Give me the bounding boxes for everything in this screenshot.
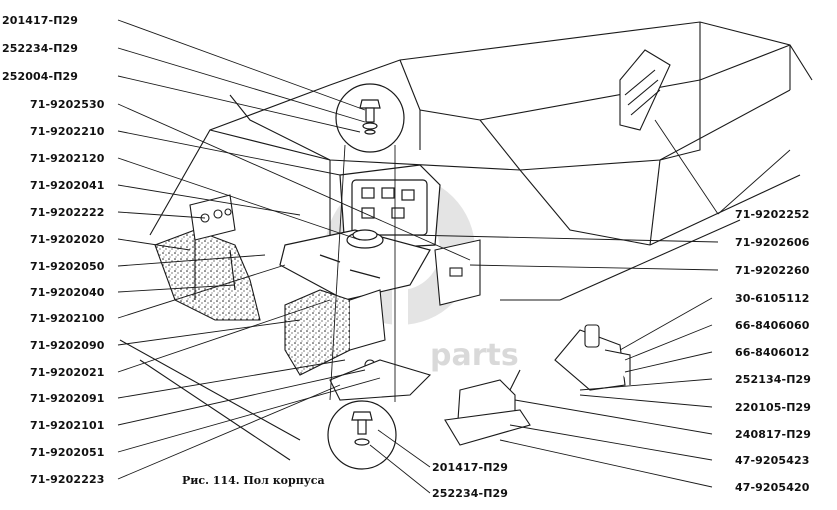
callout-right-6: 66-8406012: [735, 346, 810, 359]
callout-left-1: 201417-П29: [2, 14, 79, 27]
callout-right-1: 71-9202252: [735, 208, 810, 221]
callout-left-9: 71-9202020: [30, 233, 105, 246]
floor-plate: [279, 229, 431, 301]
left-panel: [154, 229, 261, 321]
callout-left-13: 71-9202090: [30, 339, 105, 352]
figure-caption: Рис. 114. Пол корпуса: [182, 474, 325, 487]
callout-left-14: 71-9202021: [30, 366, 105, 379]
callout-right-3: 71-9202260: [735, 264, 810, 277]
lever-housing: [444, 369, 531, 446]
callout-left-17: 71-9202051: [30, 446, 105, 459]
corrugated-cover: [619, 49, 671, 131]
callout-right-10: 47-9205423: [735, 454, 810, 467]
callout-left-5: 71-9202210: [30, 125, 105, 138]
callout-right-8: 220105-П29: [735, 401, 812, 414]
callout-left-8: 71-9202222: [30, 206, 105, 219]
callout-left-16: 71-9202101: [30, 419, 105, 432]
callout-left-12: 71-9202100: [30, 312, 105, 325]
callout-right-2: 71-9202606: [735, 236, 810, 249]
callout-bottom-1: 201417-П29: [432, 461, 509, 474]
callout-bottom-2: 252234-П29: [432, 487, 509, 500]
callout-left-3: 252004-П29: [2, 70, 79, 83]
watermark-text: parts: [430, 338, 519, 373]
callout-right-9: 240817-П29: [735, 428, 812, 441]
callout-left-10: 71-9202050: [30, 260, 105, 273]
callout-left-18: 71-9202223: [30, 473, 105, 486]
right-panel: [434, 239, 481, 306]
callout-left-7: 71-9202041: [30, 179, 105, 192]
callout-right-7: 252134-П29: [735, 373, 812, 386]
callout-right-4: 30-6105112: [735, 292, 810, 305]
centre-panel: [284, 289, 432, 401]
callout-left-2: 252234-П29: [2, 42, 79, 55]
callout-right-11: 47-9205420: [735, 481, 810, 494]
callout-right-5: 66-8406060: [735, 319, 810, 332]
line-art: [119, 21, 813, 461]
callout-left-15: 71-9202091: [30, 392, 105, 405]
callout-left-11: 71-9202040: [30, 286, 105, 299]
callout-left-6: 71-9202120: [30, 152, 105, 165]
leader-lines: [117, 19, 791, 494]
bracket-right: [554, 324, 631, 391]
callout-left-4: 71-9202530: [30, 98, 105, 111]
detail-circle-top: [335, 83, 405, 153]
